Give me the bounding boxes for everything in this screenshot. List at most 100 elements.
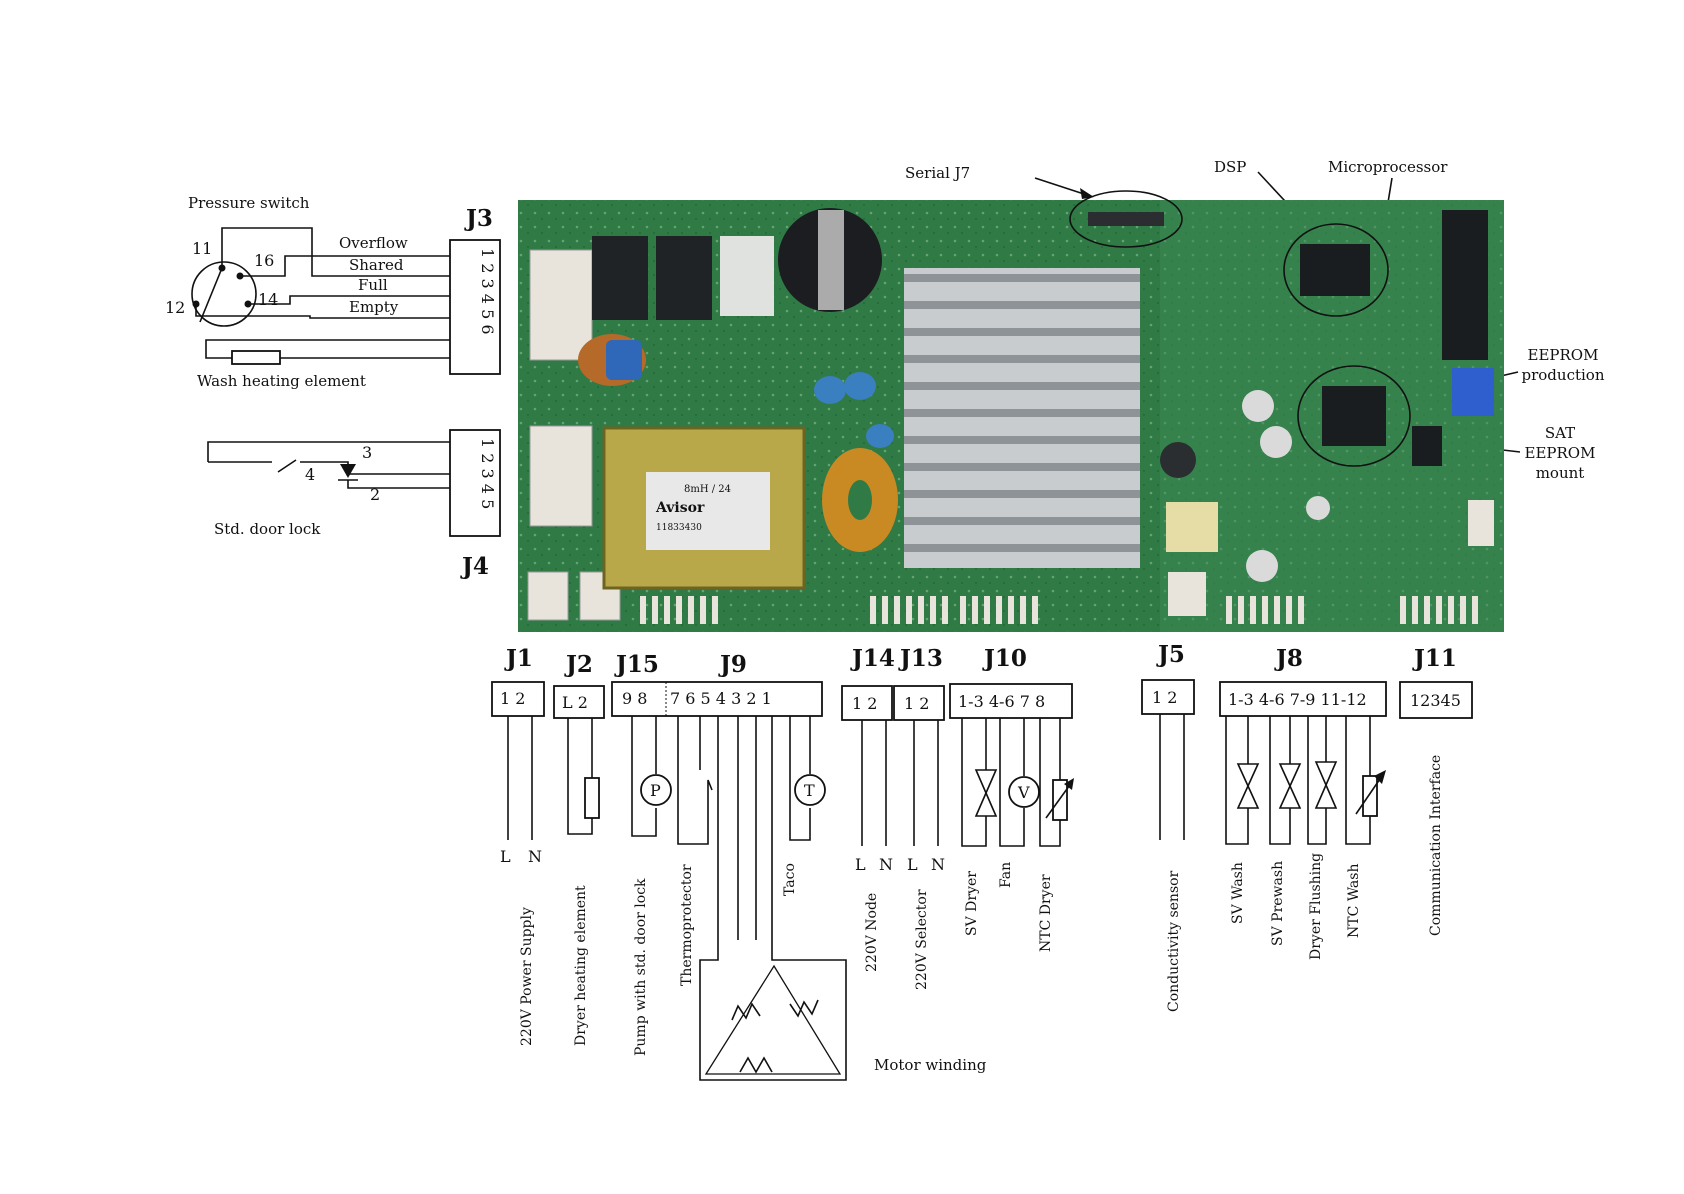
motor-wire-outer bbox=[699, 716, 847, 1081]
header-pin bbox=[906, 596, 912, 624]
j11-body bbox=[1399, 681, 1473, 719]
j8-body bbox=[1219, 681, 1387, 717]
capacitor-stripe bbox=[818, 210, 844, 310]
header-pin bbox=[712, 596, 718, 624]
pcb-photo: 8mH / 24 Avisor 11833430 bbox=[518, 190, 1504, 632]
sat-label-2: EEPROM bbox=[1525, 444, 1596, 462]
wash-heater-label: Wash heating element bbox=[197, 372, 366, 390]
header-pin bbox=[942, 596, 948, 624]
j11-pins: 12345 bbox=[1410, 691, 1461, 710]
pcb-dsp-chip bbox=[1300, 244, 1370, 296]
transformer-model: 8mH / 24 bbox=[684, 484, 731, 495]
dsp-label: DSP bbox=[1214, 158, 1246, 176]
label-dryer-heating-element: Dryer heating element bbox=[573, 885, 589, 1046]
ntc-wash-arrowhead bbox=[1374, 770, 1386, 784]
ntc-wash-resistor bbox=[1362, 775, 1378, 817]
toroid-hole bbox=[848, 480, 872, 520]
header-pin bbox=[1436, 596, 1442, 624]
j2-title: J2 bbox=[564, 651, 593, 678]
door-switch-blade bbox=[277, 459, 297, 473]
label-ntc-wash: NTC Wash bbox=[1346, 864, 1362, 938]
pump-symbol bbox=[640, 774, 672, 806]
fan-symbol bbox=[1008, 776, 1040, 808]
heatsink-fin bbox=[904, 301, 1140, 309]
pcb-capacitor bbox=[1160, 442, 1196, 478]
label-ntc-dryer: NTC Dryer bbox=[1038, 874, 1054, 952]
j13-letter-l: L bbox=[907, 855, 918, 874]
j5-title: J5 bbox=[1156, 641, 1185, 668]
j10-pins: 1-3 4-6 7 8 bbox=[958, 692, 1045, 711]
pcb-sat-eeprom bbox=[1412, 426, 1442, 466]
j10-body bbox=[949, 683, 1073, 719]
micro-circle bbox=[1297, 365, 1411, 467]
heatsink-fin bbox=[904, 328, 1140, 336]
j1-title: J1 bbox=[504, 645, 533, 672]
vertical-labels: 220V Power Supply Dryer heating element … bbox=[519, 755, 1444, 1056]
pcb-heatsink bbox=[904, 268, 1140, 568]
empty-label: Empty bbox=[349, 298, 399, 316]
door-pin-4: 4 bbox=[305, 465, 315, 484]
motor-winding-label: Motor winding bbox=[874, 1056, 987, 1074]
motor-coil bbox=[789, 999, 819, 1018]
header-pin bbox=[1262, 596, 1268, 624]
pcb-microprocessor-chip bbox=[1322, 386, 1386, 446]
j14-letter-n: N bbox=[879, 855, 893, 874]
j10-fan-wire bbox=[999, 718, 1025, 847]
j15-pins: 9 8 bbox=[622, 689, 647, 708]
heatsink-fin bbox=[904, 517, 1140, 525]
heatsink-fin bbox=[904, 409, 1140, 417]
label-pump: Pump with std. door lock bbox=[633, 878, 649, 1056]
header-pin bbox=[870, 596, 876, 624]
header-pin bbox=[882, 596, 888, 624]
j14-title: J14 bbox=[850, 645, 895, 672]
j13-letter-n: N bbox=[931, 855, 945, 874]
j3-title: J3 bbox=[464, 205, 493, 232]
pcb-j11-connector bbox=[1468, 500, 1494, 546]
header-pin bbox=[676, 596, 682, 624]
heatsink-fin bbox=[904, 355, 1140, 363]
serial-j7-label: Serial J7 bbox=[905, 164, 970, 182]
serial-arrowhead bbox=[1080, 188, 1094, 199]
transformer-code: 11833430 bbox=[656, 523, 702, 533]
j10-sv-wire bbox=[961, 718, 987, 847]
header-pin bbox=[960, 596, 966, 624]
pcb-blue-cap bbox=[606, 340, 642, 380]
shared-label: Shared bbox=[349, 256, 404, 274]
j5-body bbox=[1141, 679, 1195, 715]
j15-wire bbox=[631, 716, 657, 837]
header-pin bbox=[984, 596, 990, 624]
contact-14: 14 bbox=[258, 290, 278, 309]
pressure-switch-circle bbox=[191, 261, 257, 327]
dryer-flushing-valve bbox=[1314, 761, 1338, 809]
header-pin bbox=[1286, 596, 1292, 624]
j8-flush-wire bbox=[1307, 716, 1327, 845]
taco-letter: T bbox=[804, 781, 815, 800]
label-fan: Fan bbox=[998, 862, 1014, 888]
header-pin bbox=[1032, 596, 1038, 624]
j13-body bbox=[893, 685, 945, 721]
serial-j7-circle bbox=[1069, 190, 1183, 248]
pressure-switch-title: Pressure switch bbox=[188, 194, 310, 212]
heatsink-fin bbox=[904, 463, 1140, 471]
j9-pins: 7 6 5 4 3 2 1 bbox=[670, 689, 772, 708]
contact-11: 11 bbox=[192, 239, 212, 258]
j8-ntc-wire bbox=[1345, 716, 1371, 845]
label-dryer-flushing: Dryer Flushing bbox=[1308, 853, 1324, 960]
dsp-circle bbox=[1283, 223, 1389, 317]
door-lock-schematic: 3 4 2 Std. door lock bbox=[207, 441, 450, 538]
heater-resistor bbox=[231, 350, 281, 365]
j13-pins: 1 2 bbox=[904, 694, 929, 713]
connector-j4: 1 2 3 4 5 J4 bbox=[449, 429, 501, 580]
pcb-capacitor bbox=[814, 376, 846, 404]
pcb-bottom-headers bbox=[640, 596, 1478, 624]
full-label: Full bbox=[358, 276, 388, 294]
pcb-small-transformer bbox=[1166, 502, 1218, 552]
door-lock-title: Std. door lock bbox=[214, 520, 321, 538]
label-thermoprotector: Thermoprotector bbox=[679, 864, 695, 986]
j8-title: J8 bbox=[1274, 645, 1303, 672]
transformer-brand: Avisor bbox=[655, 500, 705, 516]
dryer-heater-resistor bbox=[584, 777, 600, 819]
wire-heater-a bbox=[205, 339, 450, 359]
j1-body bbox=[491, 681, 545, 717]
wire-door-3 bbox=[207, 441, 450, 462]
